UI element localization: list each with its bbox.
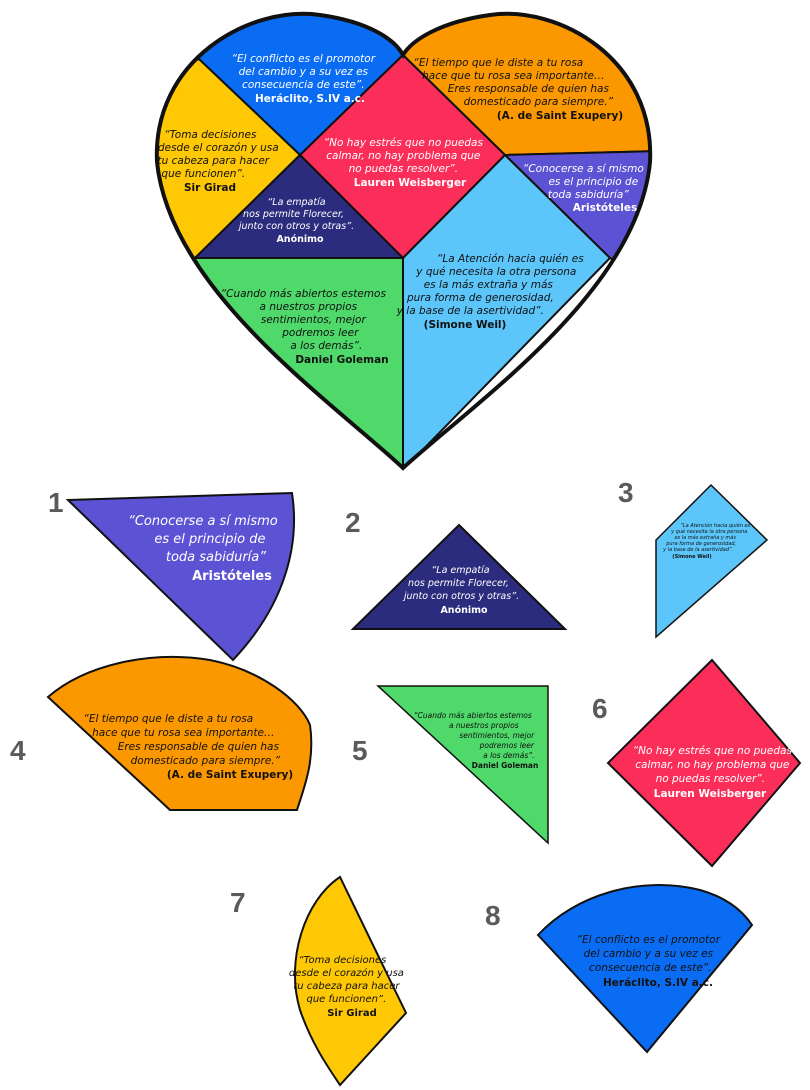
piece-4-quote: “El tiempo que le diste a tu rosa hace q… (83, 713, 293, 781)
piece-5-quote: “Cuando más abiertos estemos a nuestros … (414, 711, 539, 770)
piece-3-shape (655, 483, 769, 639)
piece-8-shape (536, 884, 754, 1054)
piece-1-number: 1 (48, 487, 64, 518)
piece-6[interactable]: “No hay estrés que no puedas calmar, no … (606, 658, 802, 868)
piece-3-number: 3 (618, 477, 634, 508)
piece-4[interactable]: “El tiempo que le diste a tu rosa hace q… (46, 655, 313, 811)
piece-2[interactable]: “La empatía nos permite Florecer, junto … (350, 523, 568, 630)
heart-puzzle: “El conflicto es el promotor del cambio … (154, 11, 653, 471)
piece-5-number: 5 (352, 735, 368, 766)
heart-outline (154, 11, 653, 471)
piece-5[interactable]: “Cuando más abiertos estemos a nuestros … (376, 685, 549, 845)
piece-7-number: 7 (230, 887, 246, 918)
heart-quote-purple: “Conocerse a sí mismo es el principio de… (523, 163, 647, 214)
piece-3[interactable]: “La Atención hacia quién es y qué necesi… (655, 483, 769, 639)
piece-4-shape (46, 655, 313, 811)
piece-6-number: 6 (592, 693, 608, 724)
piece-2-quote: “La empatía nos permite Florecer, junto … (402, 565, 522, 616)
heart-quote-orange: “El tiempo que le diste a tu rosa hace q… (413, 57, 623, 122)
piece-1-shape (65, 491, 295, 662)
piece-3-quote: “La Atención hacia quién es y qué necesi… (662, 522, 752, 560)
heart-quote-green: “Cuando más abiertos estemos a nuestros … (221, 288, 390, 366)
piece-1-quote: “Conocerse a sí mismo es el principio de… (128, 514, 282, 584)
heart-quote-navy: “La empatía nos permite Florecer, junto … (237, 197, 357, 245)
piece-7-quote: “Toma decisiones desde el corazón y usa … (289, 955, 407, 1019)
piece-5-shape (376, 685, 549, 845)
piece-6-shape (606, 658, 802, 868)
piece-4-number: 4 (10, 735, 26, 766)
piece-8-number: 8 (485, 900, 501, 931)
piece-8[interactable]: “El conflicto es el promotor del cambio … (536, 884, 754, 1054)
piece-6-quote: “No hay estrés que no puedas calmar, no … (633, 745, 796, 800)
heart-quote-pink: “No hay estrés que no puedas calmar, no … (324, 137, 487, 189)
heart-quote-blue: “El conflicto es el promotor del cambio … (232, 53, 379, 105)
heart-piece-sky (402, 153, 612, 468)
piece-8-quote: “El conflicto es el promotor del cambio … (577, 934, 724, 989)
heart-quote-sky: “La Atención hacia quién es y qué necesi… (396, 253, 587, 331)
piece-7-shape (293, 875, 408, 1087)
piece-7[interactable]: “Toma decisiones desde el corazón y usa … (289, 875, 408, 1087)
piece-1[interactable]: “Conocerse a sí mismo es el principio de… (65, 491, 295, 662)
heart-quote-yellow: “Toma decisiones desde el corazón y usa … (158, 129, 283, 194)
piece-2-shape (350, 523, 568, 630)
piece-2-number: 2 (345, 507, 361, 538)
